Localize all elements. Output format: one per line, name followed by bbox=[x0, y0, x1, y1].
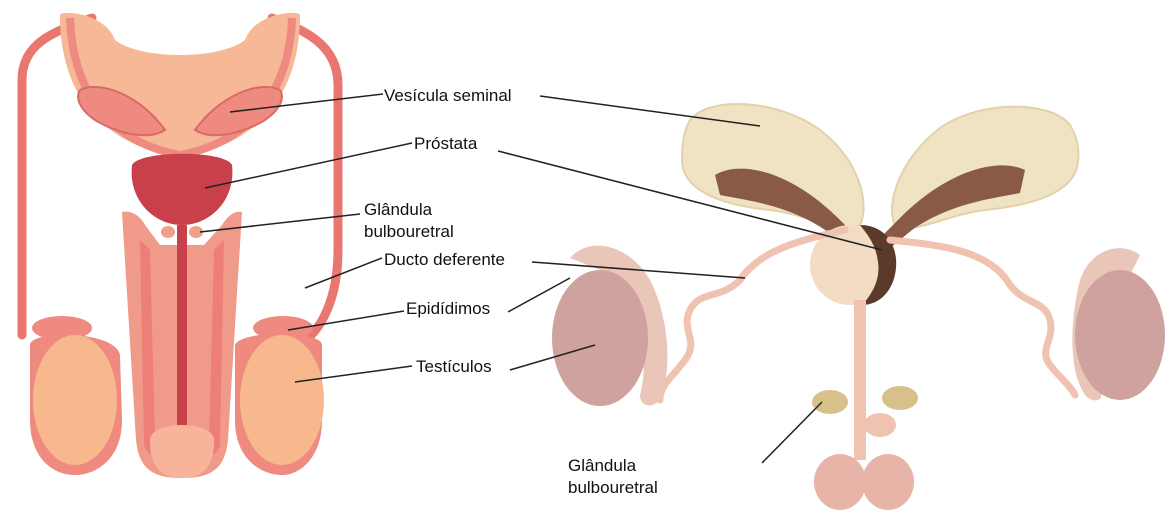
bladder bbox=[60, 13, 300, 158]
label-prostate: Próstata bbox=[414, 134, 477, 154]
vas-deferens-wavy-right bbox=[890, 240, 1075, 395]
label-vas-deferens: Ducto deferente bbox=[384, 250, 505, 270]
label-epididymis: Epidídimos bbox=[406, 299, 490, 319]
leader-bulbourethral-right bbox=[762, 402, 822, 463]
left-illustration bbox=[22, 13, 338, 478]
urethra-right bbox=[854, 300, 866, 460]
bulbourethral-gland-left bbox=[161, 226, 175, 238]
label-seminal-vesicle: Vesícula seminal bbox=[384, 86, 512, 106]
testis-right-right bbox=[1075, 270, 1165, 400]
seminal-vesicle-cream-left bbox=[682, 104, 864, 228]
leader-prostate bbox=[205, 143, 412, 188]
testis-right-left bbox=[552, 270, 648, 406]
leader-vas-deferens bbox=[305, 258, 382, 288]
penile-bulb-left bbox=[814, 454, 866, 510]
testis-left bbox=[33, 335, 117, 465]
bulb-swelling bbox=[864, 413, 896, 437]
glans bbox=[150, 425, 214, 478]
testis-right bbox=[240, 335, 324, 465]
bulbourethral-gland-right-right bbox=[882, 386, 918, 410]
penile-bulb-right bbox=[862, 454, 914, 510]
label-testes: Testículos bbox=[416, 357, 492, 377]
label-bulbourethral-line1: Glândula bbox=[364, 200, 432, 220]
label-bulbourethral-right-line1: Glândula bbox=[568, 456, 636, 476]
bulbourethral-gland-right-left bbox=[812, 390, 848, 414]
label-bulbourethral-right-line2: bulbouretral bbox=[568, 478, 658, 498]
right-illustration bbox=[552, 104, 1165, 510]
prostate-left bbox=[132, 154, 233, 225]
label-bulbourethral-line2: bulbouretral bbox=[364, 222, 454, 242]
